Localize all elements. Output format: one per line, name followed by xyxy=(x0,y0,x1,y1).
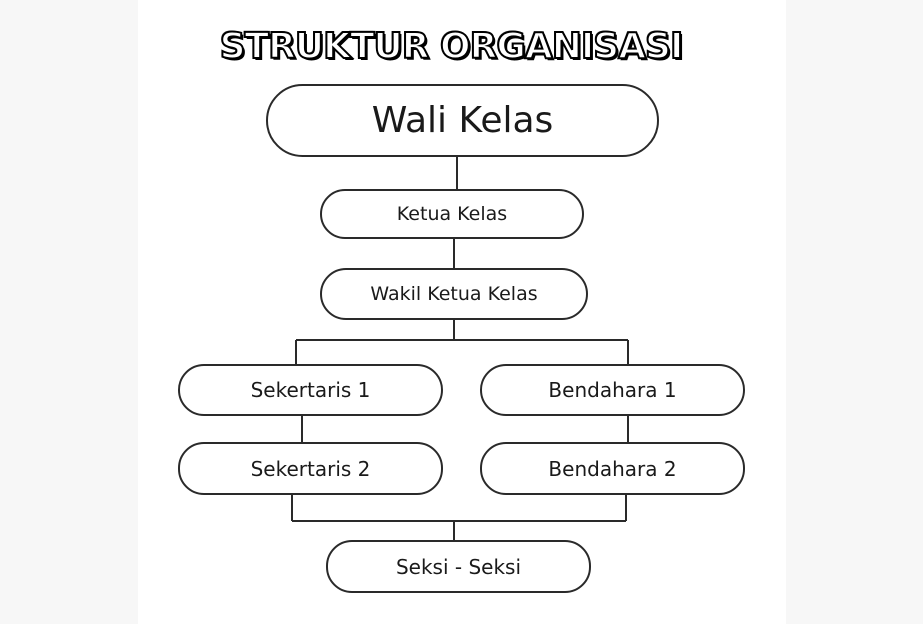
node-label: Ketua Kelas xyxy=(396,203,508,225)
node-label: Bendahara 1 xyxy=(548,378,677,402)
node-label: Sekertaris 2 xyxy=(250,456,371,481)
node-label: Wakil Ketua Kelas xyxy=(370,283,538,305)
node-label: Wali Kelas xyxy=(371,100,554,141)
node-label: Sekertaris 1 xyxy=(250,378,371,402)
node-sekertaris-1: Sekertaris 1 xyxy=(178,364,443,416)
node-ketua-kelas: Ketua Kelas xyxy=(320,189,584,239)
node-sekertaris-2: Sekertaris 2 xyxy=(178,442,443,495)
node-label: Bendahara 2 xyxy=(548,456,677,481)
node-bendahara-1: Bendahara 1 xyxy=(480,364,745,416)
diagram-title: STRUKTUR ORGANISASI xyxy=(219,25,685,68)
node-label: Seksi - Seksi xyxy=(395,554,522,579)
node-wakil-ketua-kelas: Wakil Ketua Kelas xyxy=(320,268,588,320)
node-seksi-seksi: Seksi - Seksi xyxy=(326,540,591,593)
node-bendahara-2: Bendahara 2 xyxy=(480,442,745,495)
node-wali-kelas: Wali Kelas xyxy=(266,84,659,157)
